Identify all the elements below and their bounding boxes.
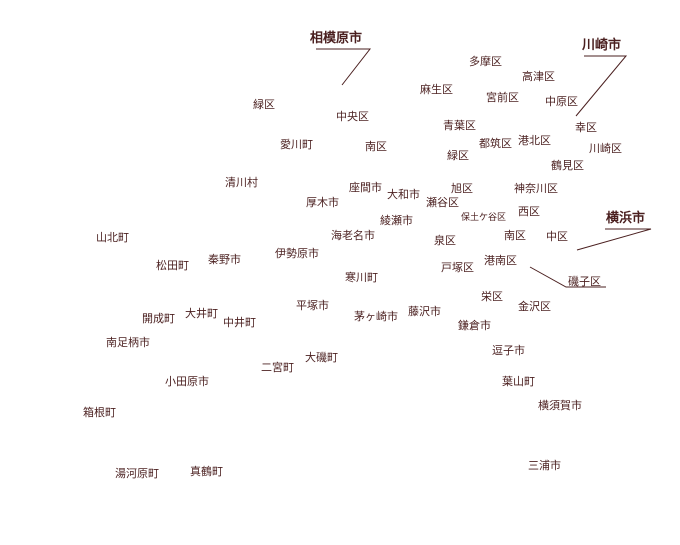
- muni-yugawara[interactable]: 湯河原町: [115, 467, 159, 480]
- muni-nakai[interactable]: 中井町: [223, 316, 256, 329]
- ward-yokohama-asahi[interactable]: 旭区: [451, 182, 473, 195]
- ward-yokohama-kohoku[interactable]: 港北区: [518, 134, 551, 147]
- muni-kamakura[interactable]: 鎌倉市: [458, 319, 491, 332]
- muni-ninomiya[interactable]: 二宮町: [261, 361, 294, 374]
- ward-sagamihara-minami[interactable]: 南区: [365, 140, 387, 153]
- muni-yamakita[interactable]: 山北町: [96, 231, 129, 244]
- muni-oi[interactable]: 大井町: [185, 307, 218, 320]
- muni-hayama[interactable]: 葉山町: [502, 375, 535, 388]
- ward-yokohama-tsuzuki[interactable]: 都筑区: [479, 137, 512, 150]
- ward-kawasaki-tama[interactable]: 多摩区: [469, 55, 502, 68]
- ward-kawasaki-nakahara[interactable]: 中原区: [545, 95, 578, 108]
- ward-yokohama-nishi[interactable]: 西区: [518, 205, 540, 218]
- muni-miura[interactable]: 三浦市: [528, 459, 561, 472]
- muni-yamato[interactable]: 大和市: [387, 188, 420, 201]
- muni-oiso[interactable]: 大磯町: [305, 351, 338, 364]
- ward-yokohama-naka[interactable]: 中区: [546, 230, 568, 243]
- muni-kiyokawa[interactable]: 清川村: [225, 176, 258, 189]
- isogo-leader: [529, 266, 606, 288]
- kawasaki-leader: [575, 55, 628, 117]
- ward-sagamihara-midori[interactable]: 緑区: [253, 98, 275, 111]
- muni-odawara[interactable]: 小田原市: [165, 375, 209, 388]
- ward-yokohama-tsurumi[interactable]: 鶴見区: [551, 159, 584, 172]
- ward-yokohama-minami[interactable]: 南区: [504, 229, 526, 242]
- city-yokohama[interactable]: 横浜市: [606, 211, 646, 226]
- ward-yokohama-konan[interactable]: 港南区: [484, 254, 517, 267]
- ward-sagamihara-chuo[interactable]: 中央区: [336, 110, 369, 123]
- ward-yokohama-totsuka[interactable]: 戸塚区: [441, 261, 474, 274]
- muni-minamiashigara[interactable]: 南足柄市: [106, 336, 150, 349]
- ward-kawasaki-miyamae[interactable]: 宮前区: [486, 91, 519, 104]
- muni-ebina[interactable]: 海老名市: [331, 229, 375, 242]
- ward-yokohama-aoba[interactable]: 青葉区: [443, 119, 476, 132]
- ward-yokohama-sakae[interactable]: 栄区: [481, 290, 503, 303]
- city-sagamihara[interactable]: 相模原市: [310, 31, 363, 46]
- muni-manazuru[interactable]: 真鶴町: [190, 465, 223, 478]
- ward-yokohama-hodogaya[interactable]: 保土ケ谷区: [461, 213, 507, 223]
- muni-chigasaki[interactable]: 茅ヶ崎市: [354, 310, 398, 323]
- muni-atsugi[interactable]: 厚木市: [306, 196, 339, 209]
- muni-kaisei[interactable]: 開成町: [142, 312, 175, 325]
- yokohama-leader: [576, 228, 652, 251]
- ward-kawasaki-takatsu[interactable]: 高津区: [522, 70, 555, 83]
- muni-aikawa[interactable]: 愛川町: [280, 138, 313, 151]
- ward-yokohama-isogo[interactable]: 磯子区: [568, 275, 601, 288]
- ward-kawasaki-kawasaki[interactable]: 川崎区: [589, 142, 622, 155]
- ward-yokohama-kanazawa[interactable]: 金沢区: [518, 300, 551, 313]
- city-kawasaki[interactable]: 川崎市: [582, 38, 622, 53]
- muni-hiratsuka[interactable]: 平塚市: [296, 299, 329, 312]
- muni-samukawa[interactable]: 寒川町: [345, 271, 378, 284]
- ward-kawasaki-asao[interactable]: 麻生区: [420, 83, 453, 96]
- muni-hadano[interactable]: 秦野市: [208, 253, 241, 266]
- ward-yokohama-kanagawa[interactable]: 神奈川区: [514, 182, 558, 195]
- muni-matsuda[interactable]: 松田町: [156, 259, 189, 272]
- ward-kawasaki-saiwai[interactable]: 幸区: [575, 121, 597, 134]
- ward-yokohama-midori[interactable]: 緑区: [447, 149, 469, 162]
- muni-yokosuka[interactable]: 横須賀市: [538, 399, 582, 412]
- muni-ayase[interactable]: 綾瀬市: [380, 214, 413, 227]
- muni-zushi[interactable]: 逗子市: [492, 344, 525, 357]
- ward-yokohama-seya[interactable]: 瀬谷区: [426, 196, 459, 209]
- muni-zama[interactable]: 座間市: [349, 181, 382, 194]
- muni-isehara[interactable]: 伊勢原市: [275, 247, 319, 260]
- ward-yokohama-izumi[interactable]: 泉区: [434, 234, 456, 247]
- muni-hakone[interactable]: 箱根町: [83, 406, 116, 419]
- sagamihara-leader: [316, 48, 372, 86]
- muni-fujisawa[interactable]: 藤沢市: [408, 305, 441, 318]
